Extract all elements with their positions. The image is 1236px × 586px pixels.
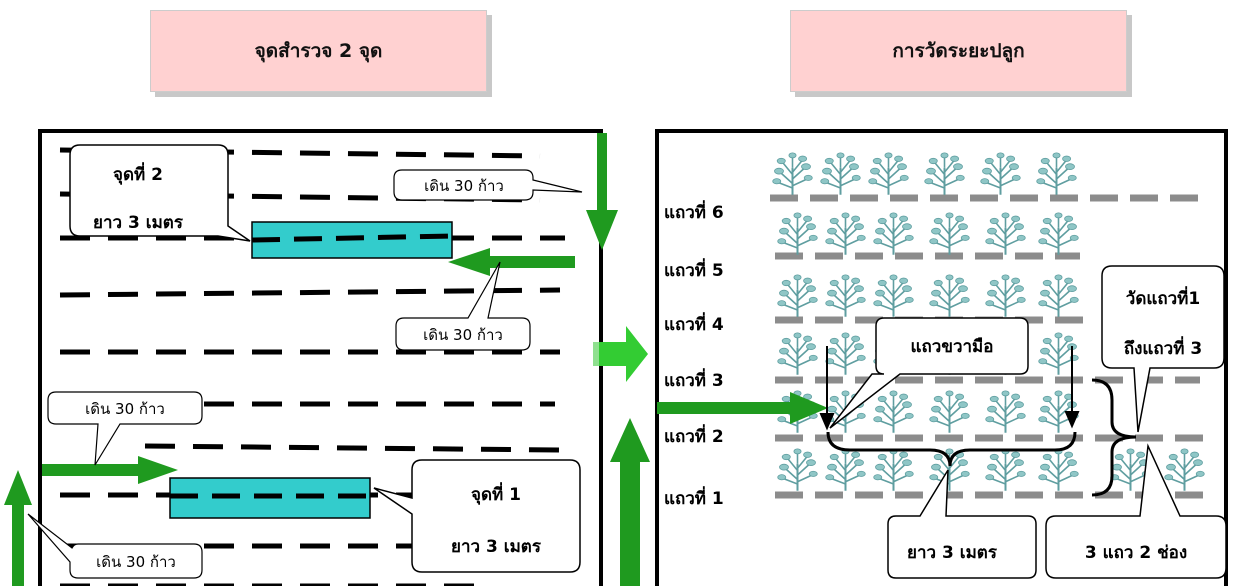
row-label-4: แถวที่ 4 (664, 312, 724, 335)
entry-arrow (657, 392, 828, 424)
plant-row-dashes (770, 194, 1210, 499)
walk-callout-2 (395, 261, 531, 351)
planting-field-frame (655, 129, 1228, 586)
walk-callout-1 (393, 169, 583, 201)
callout-point-1-bubble (373, 459, 581, 573)
gap-label: 3 แถว 2 ช่อง (1085, 543, 1187, 563)
measure-rows-line1: วัดแถวที่1 (1126, 286, 1200, 309)
point-2-length: ยาว 3 เมตร (93, 213, 184, 233)
right-title: การวัดระยะปลูก (790, 10, 1127, 92)
measure-arrows (819, 346, 1080, 431)
row-label-5: แถวที่ 5 (664, 258, 724, 281)
length-callout (887, 469, 1037, 579)
row-label-1: แถวที่ 1 (664, 486, 724, 509)
transition-arrow (593, 326, 648, 382)
walk-callout-3 (47, 391, 203, 466)
left-title: จุดสำรวจ 2 จุด (150, 10, 487, 92)
walk-label-4: เดิน 30 ก้าว (96, 553, 176, 571)
measure-rows-line2: ถึงแถวที่ 3 (1124, 336, 1202, 359)
length-brace (826, 431, 1077, 467)
point-1-length: ยาว 3 เมตร (451, 537, 542, 557)
row-label-6: แถวที่ 6 (664, 200, 724, 223)
callout-point-2-bubble (69, 144, 251, 242)
point-1-title: จุดที่ 1 (471, 482, 521, 505)
right-hand-row-callout (829, 317, 1029, 429)
measure-rows-callout (1101, 265, 1225, 433)
walk-label-3: เดิน 30 ก้าว (85, 400, 165, 418)
point-2-title: จุดที่ 2 (113, 162, 163, 185)
gap-brace (1091, 378, 1137, 497)
right-hand-row-label: แถวขวามือ (911, 336, 994, 357)
row-label-2: แถวที่ 2 (664, 424, 724, 447)
length-label: ยาว 3 เมตร (907, 543, 998, 563)
row-label-3: แถวที่ 3 (664, 368, 724, 391)
walk-callout-4 (27, 513, 203, 579)
walk-label-2: เดิน 30 ก้าว (423, 326, 503, 344)
walk-arrows (4, 133, 650, 586)
walk-label-1: เดิน 30 ก้าว (424, 177, 504, 195)
gap-callout (1045, 443, 1227, 579)
